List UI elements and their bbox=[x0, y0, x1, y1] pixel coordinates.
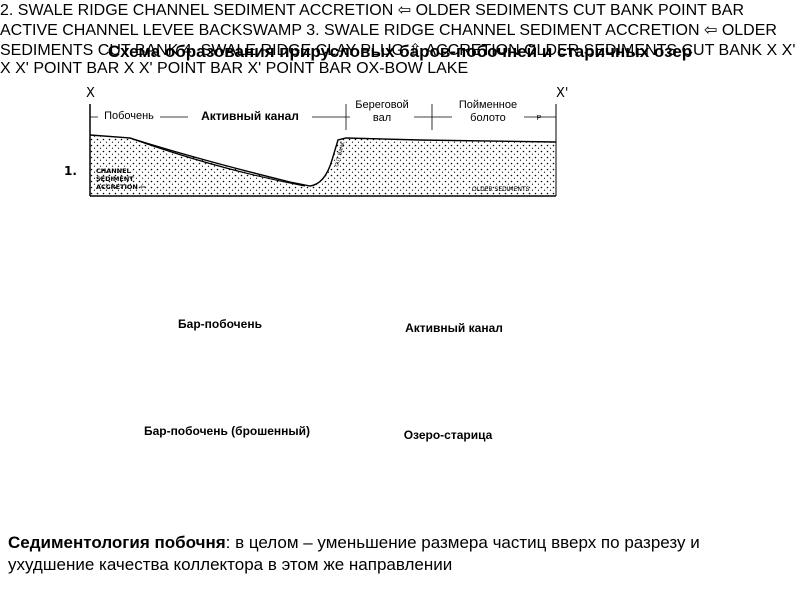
panel-4-label-pointbar: Бар-побочень (брошенный) bbox=[130, 425, 324, 438]
caption-bold: Седиментология побочня bbox=[8, 533, 226, 552]
top-x-left: X bbox=[86, 86, 95, 101]
panel-3-label-channel: Активный канал bbox=[396, 322, 512, 335]
panel-1-label-p: P bbox=[534, 112, 544, 125]
top-x-right: X' bbox=[556, 86, 568, 101]
panel-1-label-backswamp: Пойменное болото bbox=[452, 99, 524, 125]
panel-3-label-pointbar: Бар-побочень bbox=[168, 318, 272, 331]
panel-1-label-channel: Активный канал bbox=[188, 110, 312, 123]
svg-text:ACCRETION ⇦: ACCRETION ⇦ bbox=[96, 183, 146, 191]
panel-4-label-oxbow: Озеро-старица bbox=[392, 429, 504, 442]
panel-1-older: OLDER SEDIMENTS bbox=[472, 186, 530, 193]
panel-1-label-levee: Береговой вал bbox=[350, 99, 414, 125]
panel-1-accretion: CHANNEL bbox=[96, 167, 131, 175]
svg-text:SEDIMENT: SEDIMENT bbox=[96, 175, 134, 183]
panel-1-label-pointbar: Побочень bbox=[98, 110, 160, 123]
panel-1-number: 1. bbox=[64, 164, 77, 178]
caption: Седиментология побочня: в целом – уменьш… bbox=[8, 532, 788, 576]
